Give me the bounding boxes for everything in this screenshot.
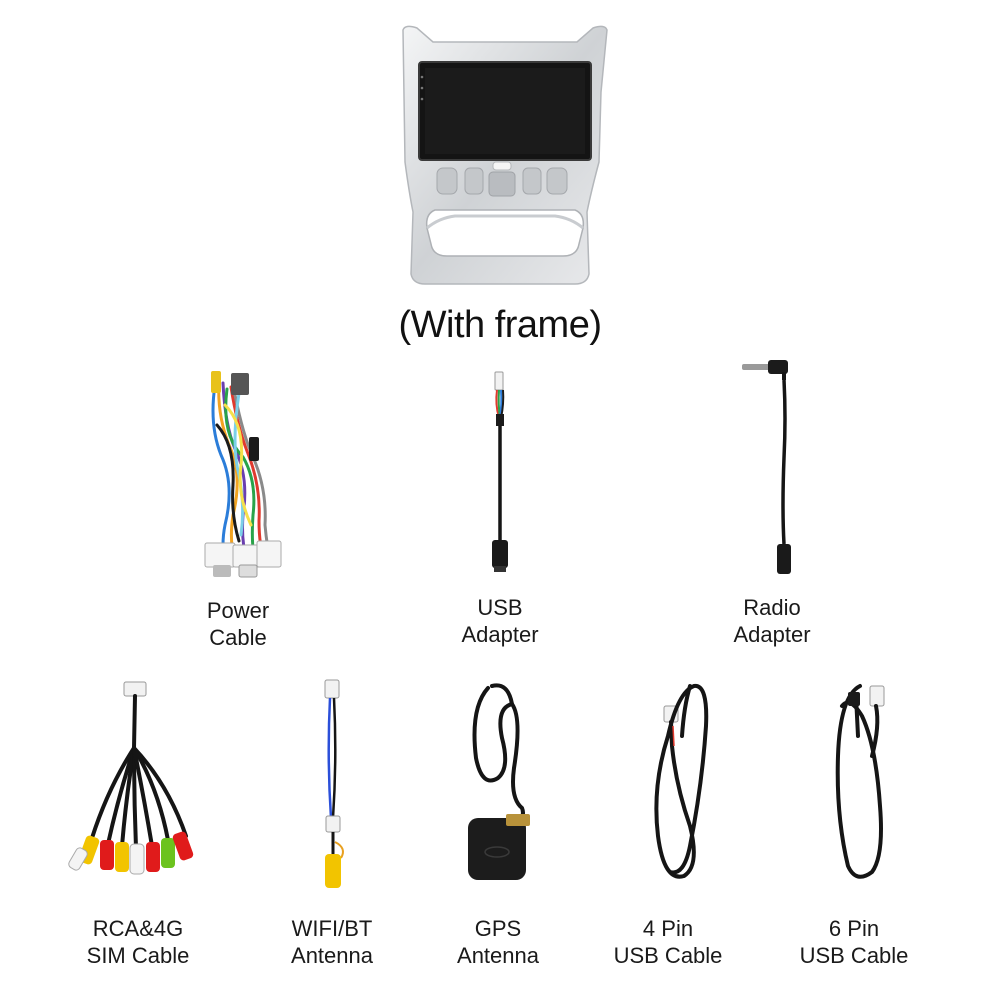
gps-antenna-image — [468, 683, 530, 880]
usb-adapter-image — [492, 371, 508, 572]
rca-sim-cable-label-line2: SIM Cable — [86, 943, 190, 968]
usb6-cable-label-line1: 6 Pin — [828, 916, 880, 941]
usb4-cable-caption: 4 Pin USB Cable — [598, 915, 738, 969]
wifi-bt-antenna-label-line1: WIFI/BT — [291, 916, 373, 941]
power-cable-label-line1: Power — [206, 598, 270, 623]
head-unit-with-frame-image — [402, 25, 608, 285]
gps-antenna-label-line2: Antenna — [457, 943, 539, 968]
wifi-bt-antenna-caption: WIFI/BT Antenna — [262, 915, 402, 969]
gps-antenna-caption: GPS Antenna — [428, 915, 568, 969]
head-unit-caption: (With frame) — [398, 304, 603, 346]
usb-adapter-label-line2: Adapter — [461, 622, 539, 647]
radio-adapter-image — [742, 360, 791, 574]
usb4-cable-label-line2: USB Cable — [613, 943, 723, 968]
radio-adapter-caption: Radio Adapter — [702, 594, 842, 648]
usb6-cable-label-line2: USB Cable — [799, 943, 909, 968]
gps-antenna-label-line1: GPS — [474, 916, 522, 941]
radio-adapter-label-line1: Radio — [743, 595, 801, 620]
rca-sim-cable-caption: RCA&4G SIM Cable — [68, 915, 208, 969]
usb4-cable-label-line1: 4 Pin — [642, 916, 694, 941]
usb-adapter-label-line1: USB — [477, 595, 523, 620]
radio-adapter-label-line2: Adapter — [733, 622, 811, 647]
usb6-cable-caption: 6 Pin USB Cable — [784, 915, 924, 969]
power-cable-label-line2: Cable — [209, 625, 267, 650]
wifi-bt-antenna-image — [324, 679, 344, 888]
usb-adapter-caption: USB Adapter — [430, 594, 570, 648]
usb4-cable-image — [654, 683, 709, 879]
rca-sim-cable-label-line1: RCA&4G — [92, 916, 184, 941]
rca-sim-cable-image — [68, 681, 194, 875]
power-cable-caption: Power Cable — [168, 597, 308, 651]
wifi-bt-antenna-label-line2: Antenna — [291, 943, 373, 968]
power-cable-image — [204, 371, 282, 578]
usb6-cable-image — [835, 684, 885, 879]
